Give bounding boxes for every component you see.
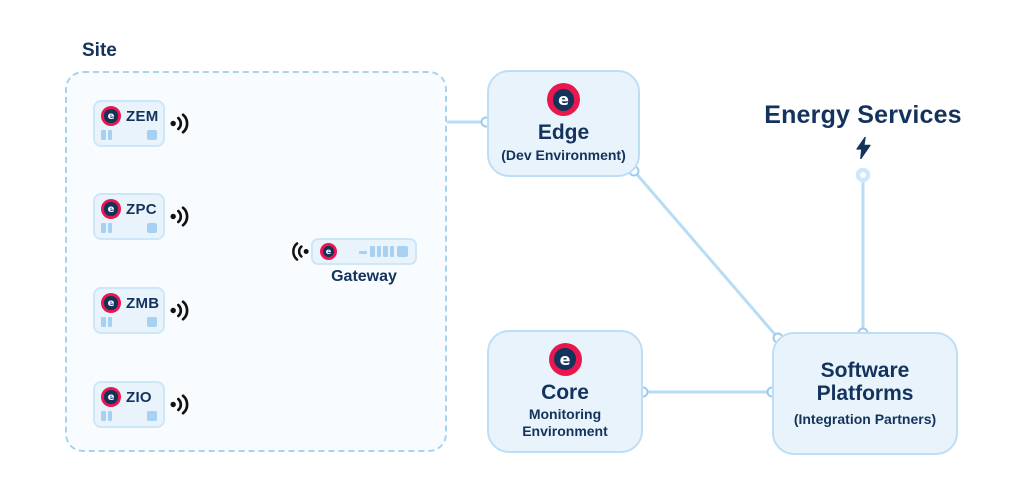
wire-edge-to-software [632, 169, 780, 340]
site-label: Site [82, 40, 117, 61]
device-card-zio: e ZIO [93, 381, 165, 428]
brand-logo-icon: e [101, 387, 121, 407]
wifi-waves-left-icon [292, 242, 309, 261]
brand-logo-icon: e [101, 199, 121, 219]
edge-subtitle: (Dev Environment) [501, 146, 626, 163]
gateway-status-bars [359, 246, 408, 257]
device-label: ZPC [126, 200, 157, 218]
brand-logo-icon: e [320, 243, 337, 260]
brand-logo-icon: e [547, 83, 580, 117]
wifi-waves-right-icon [170, 394, 189, 415]
software-platforms-subtitle: (Integration Partners) [793, 410, 937, 427]
brand-logo-icon: e [101, 293, 121, 313]
device-card-zem: e ZEM [93, 100, 165, 147]
device-label: ZMB [126, 294, 160, 312]
brand-logo-icon: e [101, 106, 121, 126]
connector-dot-glow [855, 167, 871, 183]
wifi-waves-right-icon [170, 113, 189, 134]
core-title: Core [541, 380, 589, 404]
node-edge: e Edge (Dev Environment) [487, 70, 640, 177]
wifi-waves-right-icon [170, 206, 189, 227]
device-label: ZEM [126, 107, 159, 125]
brand-logo-icon: e [548, 342, 582, 376]
lightning-bolt-icon [856, 137, 871, 159]
device-card-zmb: e ZMB [93, 287, 165, 334]
device-label: ZIO [126, 388, 152, 406]
software-platforms-title: Software Platforms [816, 358, 914, 406]
core-subtitle: Monitoring Environment [522, 406, 608, 440]
node-core: e Core Monitoring Environment [487, 330, 643, 453]
gateway-device: e [311, 238, 417, 265]
edge-title: Edge [537, 121, 590, 145]
energy-services-label: Energy Services [764, 101, 962, 129]
node-software-platforms: Software Platforms (Integration Partners… [772, 332, 958, 455]
wifi-waves-right-icon [170, 300, 189, 321]
gateway-label: Gateway [331, 268, 397, 285]
device-card-zpc: e ZPC [93, 193, 165, 240]
